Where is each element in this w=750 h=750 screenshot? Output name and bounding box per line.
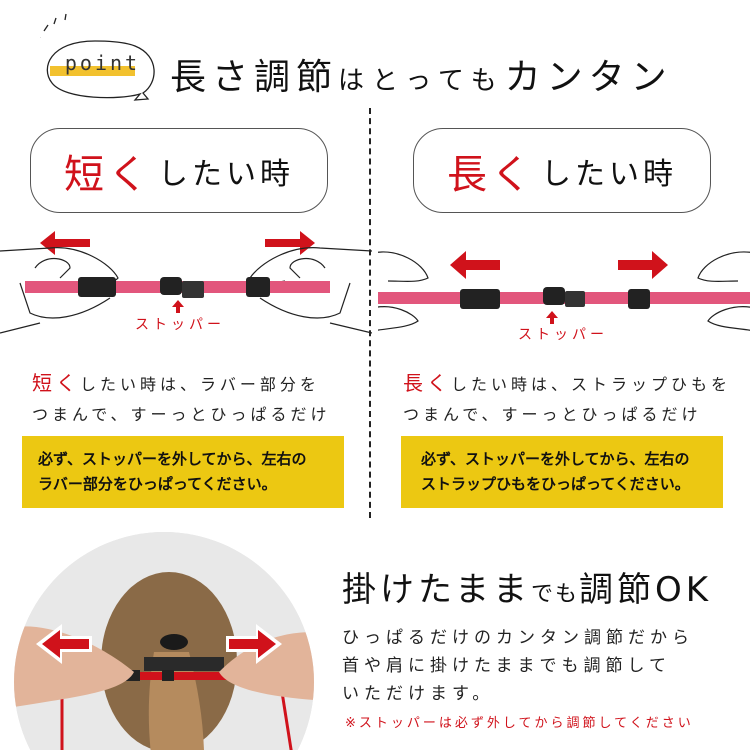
point-label: point — [64, 51, 141, 75]
point-badge: point — [40, 13, 155, 101]
hair-photo — [14, 532, 314, 750]
photo-container — [0, 0, 330, 750]
lengthen-title-rest: したい時 — [541, 156, 677, 192]
shorten-title-box: 短く したい時 — [30, 128, 328, 213]
page-title: 長さ調節はとってもカンタン — [170, 48, 673, 100]
lengthen-notice: 必ず、ストッパーを外してから、左右の ストラップひもをひっぱってください。 — [401, 436, 723, 508]
notice-line1: 必ず、ストッパーを外してから、左右の — [38, 450, 307, 468]
rubber-stopper-left — [78, 277, 116, 297]
bottom-body: ひっぱるだけのカンタン調節だから 首や肩に掛けたままでも調節して いただけます。 — [342, 628, 694, 704]
shorten-notice: 必ず、ストッパーを外してから、左右の ラバー部分をひっぱってください。 — [22, 436, 344, 508]
arrow-right-icon — [226, 624, 282, 664]
stopper-label: ストッパー — [518, 327, 608, 343]
dashed-divider — [369, 108, 371, 518]
notice-line2: ストラップひもをひっぱってください。 — [421, 475, 690, 493]
shorten-title-rest: したい時 — [158, 156, 294, 192]
bottom-title-small: でも — [530, 582, 579, 607]
lengthen-title-box: 長く したい時 — [413, 128, 711, 213]
notice-line1: 必ず、ストッパーを外してから、左右の — [421, 450, 690, 468]
bottom-title: 掛けたままでも調節OK — [342, 562, 712, 611]
rubber-stopper-right — [628, 289, 650, 309]
shorten-panel: 短く したい時 ストッパー 短く — [0, 118, 372, 518]
bottom-title-end: 調節OK — [579, 570, 713, 610]
title-end: カンタン — [504, 57, 673, 98]
rubber-stopper-right — [246, 277, 270, 297]
bottom-title-main: 掛けたまま — [342, 570, 531, 610]
bottom-note: ※ストッパーは必ず外してから調節してください — [345, 716, 694, 731]
strap — [104, 672, 274, 680]
shorten-illustration — [0, 231, 372, 334]
lengthen-description: 長くしたい時は、ストラップひもを つまんで、すーっとひっぱるだけ — [403, 368, 731, 430]
shorten-title-accent: 短く — [64, 151, 152, 198]
desc-line2: つまんで、すーっとひっぱるだけ — [403, 405, 702, 424]
arrow-left-icon — [36, 624, 92, 664]
title-main: 長さ調節 — [170, 57, 339, 98]
stopper-label: ストッパー — [135, 317, 225, 333]
arrow-left-icon — [40, 231, 90, 255]
arrow-up-icon — [172, 300, 184, 313]
header: point 長さ調節はとってもカンタン — [0, 0, 750, 110]
lengthen-panel: 長く したい時 ストッパー 長くしたい時は、ストラップひもを つまんで、すーっと… — [378, 118, 750, 518]
lengthen-title-accent: 長く — [447, 151, 535, 198]
desc-accent: 長く — [403, 371, 451, 395]
title-small: はとっても — [338, 66, 505, 96]
desc-line1: したい時は、ラバー部分を — [80, 375, 320, 394]
arrow-up-icon — [546, 311, 558, 324]
lengthen-illustration — [378, 251, 750, 331]
desc-line2: つまんで、すーっとひっぱるだけ — [32, 405, 331, 424]
arrow-left-icon — [450, 251, 500, 279]
notice-line2: ラバー部分をひっぱってください。 — [38, 475, 277, 493]
point-highlight — [50, 66, 135, 76]
stopper-buckle — [160, 277, 182, 295]
shorten-description: 短くしたい時は、ラバー部分を つまんで、すーっとひっぱるだけ — [32, 368, 331, 430]
desc-line1: したい時は、ストラップひもを — [451, 375, 732, 394]
speech-bubble-icon — [40, 13, 155, 101]
rubber-stopper-left — [460, 289, 500, 309]
desc-accent: 短く — [32, 371, 80, 395]
stopper-buckle — [543, 287, 565, 305]
arrow-right-icon — [618, 251, 668, 279]
